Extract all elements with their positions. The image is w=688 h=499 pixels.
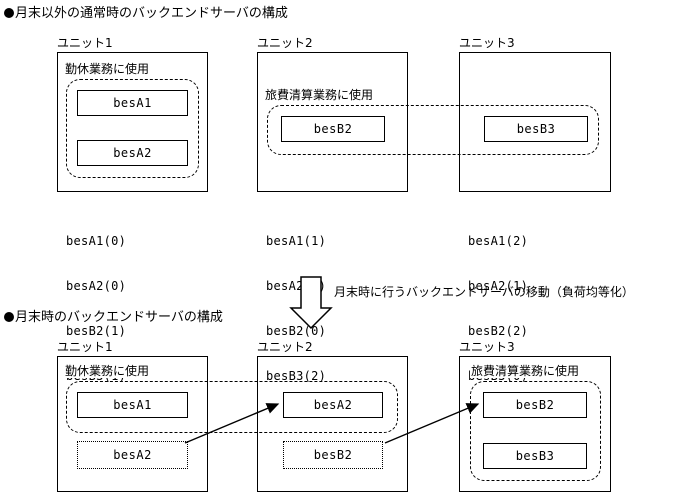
top-unit-3-value-2: besB2(2): [468, 324, 529, 338]
migration-arrow-besA2: [184, 403, 280, 444]
bottom-unit-2-label: ユニット2: [257, 340, 313, 354]
top-unit-1-server-besA1[interactable]: besA1: [77, 90, 188, 116]
bullet-icon-2: [4, 312, 14, 322]
down-arrow-icon: [289, 276, 333, 330]
top-unit-1-value-1: besA2(0): [66, 279, 127, 293]
top-unit-1-usage-label: 勤休業務に使用: [64, 62, 151, 76]
top-unit-3-server-besB3[interactable]: besB3: [484, 116, 588, 142]
bottom-unit-1-label: ユニット1: [57, 340, 113, 354]
bottom-unit-1-box: [57, 356, 208, 492]
bottom-unit-1-usage-label: 勤休業務に使用: [64, 364, 151, 378]
top-unit-1-group-region: [66, 79, 199, 178]
top-unit-2-box: [257, 52, 408, 192]
bullet-icon: [4, 8, 14, 18]
transition-caption: 月末時に行うバックエンドサーバの移動（負荷均等化）: [334, 285, 634, 299]
top-shared-group-region: [267, 105, 599, 155]
top-unit-1-value-2: besB2(1): [66, 324, 127, 338]
top-unit-3-value-1: besA2(1): [468, 279, 529, 293]
top-unit-3-value-0: besA1(2): [468, 234, 529, 248]
bottom-unit-2-box: [257, 356, 408, 492]
bottom-section-heading: 月末時のバックエンドサーバの構成: [4, 310, 223, 326]
bottom-unit-3-label: ユニット3: [459, 340, 515, 354]
bottom-unit-3-server-besB2[interactable]: besB2: [483, 392, 587, 418]
top-section-heading: 月末以外の通常時のバックエンドサーバの構成: [4, 6, 288, 22]
top-section-heading-text: 月末以外の通常時のバックエンドサーバの構成: [15, 6, 288, 21]
top-unit-2-value-0: besA1(1): [266, 234, 327, 248]
top-unit-2-usage-label: 旅費清算業務に使用: [264, 88, 375, 102]
bottom-unit-3-usage-label: 旅費清算業務に使用: [470, 364, 581, 378]
bottom-unit-3-group-region: [470, 381, 601, 481]
top-unit-1-server-besA2[interactable]: besA2: [77, 140, 188, 166]
bottom-unit-3-box: [459, 356, 611, 492]
top-unit-1-box: [57, 52, 208, 192]
bottom-unit-1-server-besA1[interactable]: besA1: [77, 392, 188, 418]
top-unit-2-server-besB2[interactable]: besB2: [281, 116, 385, 142]
bottom-section-heading-text: 月末時のバックエンドサーバの構成: [15, 310, 223, 325]
top-unit-1-value-0: besA1(0): [66, 234, 127, 248]
top-unit-3-box: [459, 52, 611, 192]
bottom-unit-3-server-besB3[interactable]: besB3: [483, 443, 587, 469]
top-unit-2-label: ユニット2: [257, 36, 313, 50]
top-unit-3-label: ユニット3: [459, 36, 515, 50]
top-unit-1-label: ユニット1: [57, 36, 113, 50]
top-unit-2-value-3: besB3(2): [266, 369, 327, 383]
bottom-unit-2-ghost-besB2: besB2: [283, 441, 383, 469]
bottom-unit-2-server-besA2[interactable]: besA2: [283, 392, 383, 418]
bottom-unit-1-ghost-besA2: besA2: [77, 441, 188, 469]
migration-arrow-besB2: [384, 403, 480, 444]
bottom-shared-group-region: [66, 381, 398, 433]
